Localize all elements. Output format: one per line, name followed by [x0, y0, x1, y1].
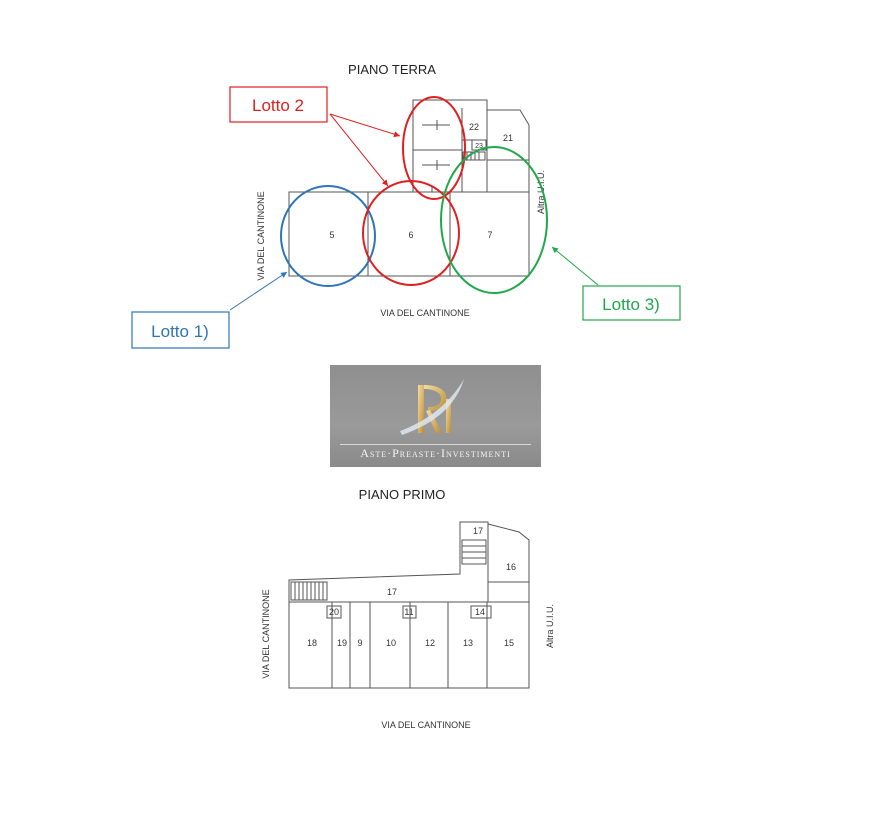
ground-floor-plan: [288, 99, 530, 277]
lot2-arrow-lower: [329, 113, 389, 187]
lot2-label: Lotto 2: [252, 96, 304, 115]
room-23: 23: [475, 143, 483, 150]
room-20: 20: [329, 607, 339, 617]
room-18: 18: [307, 638, 317, 648]
room-9: 9: [357, 638, 362, 648]
first-street-left: VIA DEL CANTINONE: [261, 589, 271, 678]
room-7: 7: [487, 230, 492, 240]
room-16: 16: [506, 562, 516, 572]
room-21: 21: [503, 133, 513, 143]
first-neighbor-label: Altra U.I.U.: [545, 604, 555, 648]
room-19: 19: [337, 638, 347, 648]
logo-divider: [340, 444, 531, 445]
room-15: 15: [504, 638, 514, 648]
lot3-arrow: [551, 246, 599, 286]
lot1-label-box: [131, 311, 230, 349]
first-floor-plan: [288, 521, 530, 689]
room-13: 13: [463, 638, 473, 648]
room-17-upper: 17: [473, 526, 483, 536]
lot3-label: Lotto 3): [602, 295, 660, 314]
room-12: 12: [425, 638, 435, 648]
ground-street-bottom: VIA DEL CANTINONE: [380, 308, 469, 318]
ground-street-left: VIA DEL CANTINONE: [256, 191, 266, 280]
ri-monogram-logo: [400, 379, 464, 435]
lot1-label: Lotto 1): [151, 322, 209, 341]
lot2-label-box: [229, 86, 328, 123]
lot3-circle: [440, 146, 548, 294]
logo-caption: Aste·Preaste·Investimenti: [360, 446, 511, 460]
lot1-arrow: [229, 271, 288, 311]
first-floor-title: PIANO PRIMO: [359, 487, 446, 502]
room-6: 6: [408, 230, 413, 240]
room-5: 5: [329, 230, 334, 240]
first-street-bottom: VIA DEL CANTINONE: [381, 720, 470, 730]
lot1-circle: [280, 185, 376, 287]
lot2-arrow-upper: [329, 113, 401, 138]
ground-floor-title: PIANO TERRA: [348, 62, 436, 77]
ground-neighbor-label: Altra U.I.U.: [536, 170, 546, 214]
lot3-label-box: [582, 285, 681, 321]
room-22: 22: [469, 122, 479, 132]
logo-watermark: Aste·Preaste·Investimenti: [330, 365, 541, 467]
lot2-circle-upper: [402, 96, 466, 200]
room-11-small: 11: [404, 607, 413, 617]
room-10: 10: [386, 638, 396, 648]
room-14: 14: [475, 607, 485, 617]
room-17-corridor: 17: [387, 587, 397, 597]
